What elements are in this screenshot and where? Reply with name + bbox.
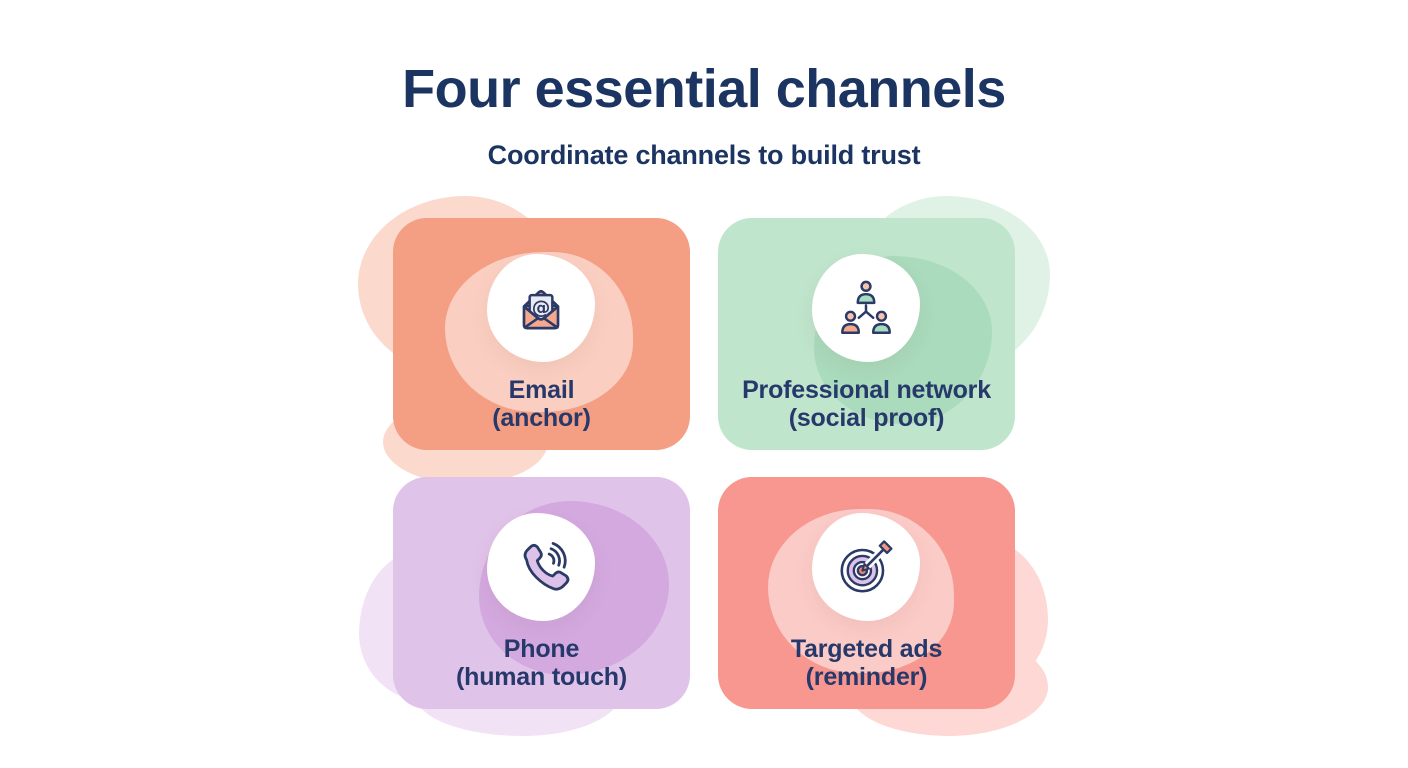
ads-card-label-line2: (reminder) [805, 663, 928, 691]
ads-icon-tile [812, 513, 920, 621]
svg-text:@: @ [532, 298, 551, 319]
email-icon-tile: @ [487, 254, 595, 362]
network-card-label-line2: (social proof) [788, 404, 945, 432]
target-arrow-icon [833, 534, 899, 600]
channel-card-targeted-ads: Targeted ads (reminder) [718, 477, 1015, 709]
email-card-label-line1: Email [508, 376, 575, 404]
email-envelope-icon: @ [508, 275, 574, 341]
email-card-label-line2: (anchor) [492, 404, 591, 432]
channel-card-phone: Phone (human touch) [393, 477, 690, 709]
channel-card-email: @ Email (anchor) [393, 218, 690, 450]
phone-card-label-line2: (human touch) [456, 663, 627, 691]
network-people-icon [833, 275, 899, 341]
email-card-label: Email (anchor) [393, 376, 690, 432]
phone-handset-icon [508, 534, 574, 600]
network-card-label-line1: Professional network [742, 376, 991, 404]
phone-card-label-line1: Phone [503, 635, 580, 663]
page-title: Four essential channels [402, 59, 1006, 119]
phone-icon-tile [487, 513, 595, 621]
network-icon-tile [812, 254, 920, 362]
phone-card-label: Phone (human touch) [393, 635, 690, 691]
channel-card-professional-network: Professional network (social proof) [718, 218, 1015, 450]
network-card-label: Professional network (social proof) [718, 376, 1015, 432]
ads-card-label: Targeted ads (reminder) [718, 635, 1015, 691]
ads-card-label-line1: Targeted ads [790, 635, 943, 663]
page-subtitle: Coordinate channels to build trust [487, 140, 921, 170]
